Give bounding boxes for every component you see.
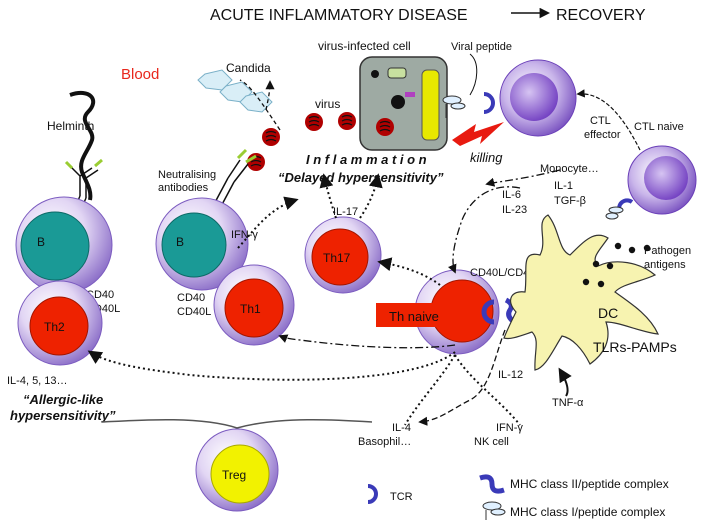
- il-17-label: IL-17: [333, 206, 358, 218]
- killing-bolt-icon: [452, 122, 504, 146]
- tlrs-pamps-label: TLRs-PAMPs: [593, 339, 677, 355]
- tnf-alpha-label: TNF-α: [552, 397, 584, 409]
- virus-icon: [376, 118, 394, 136]
- nk-cell-label: NK cell: [474, 436, 509, 448]
- tgf-beta-label: TGF-β: [554, 195, 586, 207]
- virus-label: virus: [315, 97, 340, 111]
- basophil-label: Basophil…: [358, 436, 411, 448]
- il-23-label: IL-23: [502, 204, 527, 216]
- helminth-icon: [69, 91, 96, 201]
- infected-cell-label: virus-infected cell: [318, 39, 411, 53]
- legend-mhc1-label: MHC class I/peptide complex: [510, 505, 665, 519]
- treg-nucleus: [210, 444, 270, 504]
- legend-tcr-icon: [367, 484, 378, 504]
- virus-icon: [262, 128, 280, 146]
- dc-label: DC: [598, 305, 618, 321]
- proteasome-icon: [387, 67, 407, 79]
- il-6-label: IL-6: [502, 189, 521, 201]
- helminth-label: Helminth: [47, 119, 94, 133]
- allergic-label-2: hypersensitivity”: [10, 408, 116, 423]
- dendritic-cell: [503, 214, 659, 371]
- pathogen-antigens-label-2: antigens: [644, 259, 686, 271]
- il-12-label: IL-12: [498, 369, 523, 381]
- virus-particles: [247, 112, 356, 171]
- treg-suppression-bar: [101, 419, 373, 429]
- antigen-binding-tips: [64, 158, 103, 170]
- th-naive-label: Th naive: [389, 309, 439, 324]
- monocyte-label: Monocyte…: [540, 163, 599, 175]
- mhc-class-i-icon: [442, 95, 466, 118]
- il-4-label: IL-4: [392, 422, 411, 434]
- candida-label: Candida: [226, 61, 271, 75]
- pathway-arrows: [87, 79, 572, 426]
- b-cell-left-nucleus: [20, 211, 90, 281]
- legend-mhc1-icon: [482, 501, 506, 520]
- ctl-effector-label-1: CTL: [590, 115, 611, 127]
- th-naive-label-box: [376, 303, 460, 327]
- legend-mhc2-label: MHC class II/peptide complex: [510, 477, 669, 491]
- allergic-label-1: “Allergic-like: [23, 392, 103, 407]
- ifn-gamma-nk-label: IFN-γ: [496, 422, 523, 434]
- delayed-hypersensitivity-label: “Delayed hypersensitivity”: [278, 170, 444, 185]
- ctl-effector-label-2: effector: [584, 129, 621, 141]
- cd40-middle-label: CD40: [177, 292, 205, 304]
- legend-mhc2-icon: [479, 474, 505, 494]
- neutralising-label-1: Neutralising: [158, 169, 216, 181]
- antibody-icon-helminth: [69, 165, 99, 198]
- th2-label: Th2: [44, 320, 65, 334]
- tcr-icon: [483, 92, 495, 114]
- ctl-naive-to-effector-arrow: [576, 89, 641, 151]
- ctl-effector-nucleus: [510, 73, 558, 121]
- virus-icon: [338, 112, 356, 130]
- th2-nucleus: [29, 296, 89, 356]
- cd40l-cd40-label: CD40L/CD40: [470, 267, 535, 279]
- neutralising-label-2: antibodies: [158, 182, 209, 194]
- title: ACUTE INFLAMMATORY DISEASE: [210, 7, 468, 24]
- b-cell-middle-label: B: [176, 235, 184, 249]
- mhc-class-i-icon: [605, 206, 624, 220]
- treg-label: Treg: [222, 468, 246, 482]
- th1-nucleus: [224, 278, 284, 338]
- virus-icon: [247, 153, 265, 171]
- inflammation-label: I n f l a m m a t i o n: [306, 152, 427, 167]
- ctl-naive-nucleus: [644, 156, 688, 200]
- infected-cell-nucleus: [421, 69, 440, 141]
- il-4-5-13-label: IL-4, 5, 13…: [7, 375, 68, 387]
- pathogen-antigen-dots: [582, 242, 651, 288]
- mhc-class-ii-icon: [504, 297, 516, 324]
- killing-label: killing: [470, 150, 503, 165]
- pathogen-antigens-label-1: Pathogen: [644, 245, 691, 257]
- b-cell-middle-nucleus: [161, 212, 227, 278]
- th17-label: Th17: [323, 251, 351, 265]
- tcr-icon: [481, 299, 495, 325]
- legend-tcr-label: TCR: [390, 491, 413, 503]
- th1-label: Th1: [240, 302, 261, 316]
- virus-icon: [305, 113, 323, 131]
- viral-peptide-label: Viral peptide: [451, 41, 512, 53]
- candida-icon: [197, 69, 273, 113]
- virus-icon: [391, 95, 405, 109]
- th17-nucleus: [311, 228, 369, 286]
- cd40l-middle-label: CD40L: [177, 306, 211, 318]
- b-cell-left-label: B: [37, 235, 45, 249]
- il-1-label: IL-1: [554, 180, 573, 192]
- viral-peptide-pointer: [469, 53, 478, 96]
- blood-label: Blood: [121, 66, 159, 83]
- title-recovery: RECOVERY: [556, 7, 646, 24]
- ctl-naive-label: CTL naive: [634, 121, 684, 133]
